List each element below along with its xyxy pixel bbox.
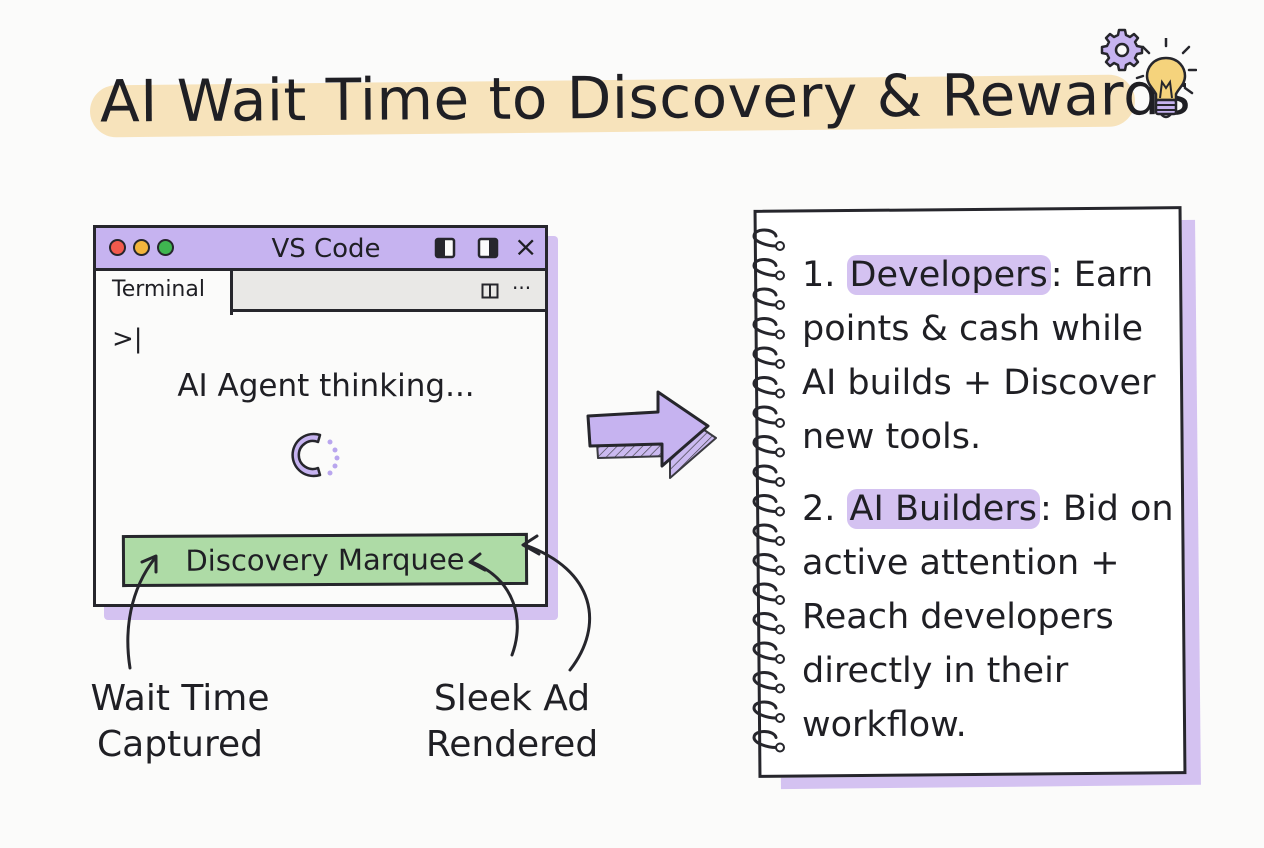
annotation-arrows [126,534,592,672]
notebook-rings [752,228,785,753]
tab-terminal[interactable]: Terminal [96,271,233,315]
list-item: 2. AI Builders: Bid on active attention … [802,482,1182,752]
notebook-ring [752,405,785,428]
notebook-ring [752,671,785,694]
notebook-ring [752,553,785,576]
annotation-sleek-ad: Sleek Ad Rendered [392,676,632,768]
item-number: 2. [802,489,836,529]
agent-status: AI Agent thinking... [177,368,475,404]
gear-icon [1100,28,1144,72]
vscode-window: VS Code × Terminal ··· >| AI Agent think… [93,225,548,607]
notebook-ring [752,317,785,340]
maximize-dot[interactable] [157,239,174,256]
close-dot[interactable] [109,239,126,256]
notebook-ring [752,494,785,517]
close-icon[interactable]: × [514,230,538,263]
notebook-ring [752,287,785,310]
notebook-ring [752,523,785,546]
right-annotation-arrow [523,543,592,672]
spinner-icon [291,432,340,478]
item-text: : Earn points & cash while AI builds + D… [802,255,1156,457]
terminal-prompt[interactable]: >| [112,324,143,354]
annotation-line: Captured [97,724,263,765]
notebook-list: 1. Developers: Earn points & cash while … [802,248,1182,752]
window-titlebar: VS Code × [96,228,545,271]
window-title: VS Code [271,234,381,264]
list-item: 1. Developers: Earn points & cash while … [802,248,1182,464]
notebook-ring [752,612,785,635]
more-icon[interactable]: ··· [512,276,532,300]
split-editor-icon[interactable] [481,283,499,299]
layout-sidebar-icon[interactable] [434,237,456,259]
notebook-ring [752,258,785,281]
notebook-ring [752,582,785,605]
annotation-line: Rendered [425,724,599,765]
middle-annotation-arrow [470,560,519,657]
layout-split-icon[interactable] [477,237,499,259]
item-text: : Bid on active attention + Reach develo… [802,489,1174,745]
item-role: AI Builders [846,489,1040,529]
notebook-ring [752,346,785,369]
minimize-dot[interactable] [133,239,150,256]
lightbulb-icon [1135,38,1197,119]
annotation-line: Sleek Ad [433,678,591,719]
notebook-ring [752,464,785,487]
left-annotation-arrow [126,556,157,670]
notebook-ring [752,700,785,723]
notebook-ring [752,376,785,399]
notebook-ring [752,730,785,753]
notebook-ring [752,641,785,664]
notebook-ring [752,228,785,251]
annotation-wait-time: Wait Time Captured [60,676,300,768]
page-title: AI Wait Time to Discovery & Rewards [99,59,1192,136]
annotation-line: Wait Time [90,678,270,719]
tab-bar: Terminal ··· [96,271,545,315]
item-number: 1. [802,255,836,295]
right-arrow-icon [586,390,717,479]
item-role: Developers [846,255,1051,295]
notebook-ring [752,435,785,458]
